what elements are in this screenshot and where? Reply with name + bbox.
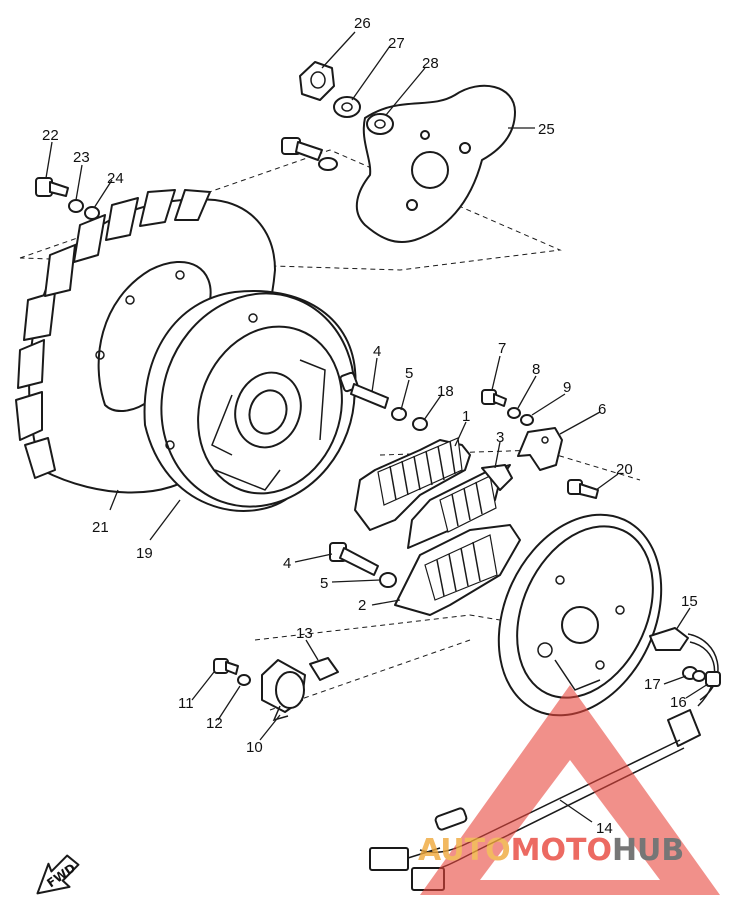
watermark-part2: MOTO [511,833,612,868]
condenser-part-10[interactable] [261,659,306,722]
callout-5-lower: 5 [320,575,328,592]
callout-22: 22 [42,127,59,144]
wire-harness-part-14[interactable] [369,709,701,891]
callout-28: 28 [422,55,439,72]
coil-part-2[interactable] [394,524,521,616]
screw-part-11[interactable] [213,658,239,675]
callout-3: 3 [496,429,504,446]
washer-part-5-upper[interactable] [391,407,407,421]
bolt-part-22[interactable] [35,177,69,197]
callout-1: 1 [462,408,470,425]
callout-15: 15 [681,593,698,610]
lock-washer-part-27[interactable] [333,96,361,118]
callout-13: 13 [296,625,313,642]
callout-24: 24 [107,170,124,187]
screw-part-7[interactable] [481,389,507,407]
callout-25: 25 [538,121,555,138]
coil-part-1[interactable] [354,437,471,531]
plate-screw[interactable] [281,137,338,171]
clamp-part-17[interactable] [682,666,706,682]
watermark-part3: HUB [612,833,684,868]
washer-part-12[interactable] [237,674,251,686]
callout-11: 11 [178,695,194,712]
callout-18: 18 [437,383,454,400]
washer-part-9[interactable] [520,414,534,426]
nut-part-26[interactable] [299,61,335,101]
leader-lines [45,31,709,823]
washer-part-8[interactable] [507,407,521,419]
bracket-part-6[interactable] [517,427,563,471]
washer-part-23[interactable] [68,199,84,213]
washer-part-5-lower[interactable] [379,572,397,588]
callout-17: 17 [644,676,661,693]
callout-5-upper: 5 [405,365,413,382]
washer-part-24[interactable] [84,206,100,220]
svg-text:AUTOMOTOHUB: AUTOMOTOHUB [418,833,684,868]
washer-part-18[interactable] [412,417,428,431]
watermark-logo: AUTOMOTOHUB [418,685,720,895]
callout-19: 19 [136,545,153,562]
coil-part-3[interactable] [407,464,513,549]
callout-4-lower: 4 [283,555,291,572]
callout-26: 26 [354,15,371,32]
washer-part-28[interactable] [366,113,394,135]
callout-14: 14 [596,820,613,837]
forward-direction-arrow: FWD [36,854,80,895]
callout-21: 21 [92,519,109,536]
flywheel-rotor-part-19[interactable] [132,266,384,534]
callout-6: 6 [598,401,606,418]
screw-part-20[interactable] [567,479,599,499]
callout-labels: 26 27 28 25 22 23 24 4 5 18 7 8 9 6 1 3 … [42,15,698,837]
connector-part-15[interactable] [649,627,719,707]
stator-base-plate[interactable] [468,488,693,742]
callout-27: 27 [388,35,405,52]
screw-part-4-upper[interactable] [339,371,389,409]
callout-20: 20 [616,461,633,478]
callout-10: 10 [246,739,263,756]
screw-part-4-lower[interactable] [329,542,379,576]
plate-part-25[interactable] [355,84,516,244]
callout-2: 2 [358,597,366,614]
screw-part-16[interactable] [705,671,721,687]
watermark-part1: AUTO [418,833,511,868]
cap-part-13[interactable] [309,657,339,681]
callout-8: 8 [532,361,540,378]
callout-12: 12 [206,715,223,732]
callout-16: 16 [670,694,687,711]
callout-23: 23 [73,149,90,166]
callout-9: 9 [563,379,571,396]
callout-7: 7 [498,340,506,357]
watermark-triangle [420,685,720,895]
callout-4-upper: 4 [373,343,381,360]
